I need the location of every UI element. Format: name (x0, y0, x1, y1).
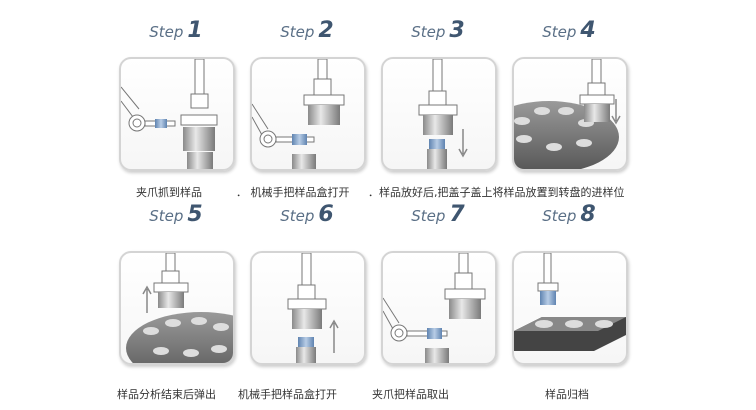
step-1-caption: 夹爪抓到样品 (136, 186, 202, 199)
step-3-caption: ．样品放好后,把盖子盖上将样品放置到转盘的进样位 (368, 186, 625, 199)
step-5-illustration (119, 251, 235, 365)
step-3-illustration (381, 57, 497, 171)
step-7-illustration (381, 251, 497, 365)
step-2-caption: ． 机械手把样品盒打开 (236, 186, 350, 199)
step-6-illustration (250, 251, 366, 365)
step-6-caption: 机械手把样品盒打开 (238, 388, 337, 401)
step-2-illustration (250, 57, 366, 171)
step-5-caption: 样品分析结束后弹出 (117, 388, 216, 401)
step-8-caption: 样品归档 (545, 388, 589, 401)
step-7-caption: 夹爪把样品取出 (372, 388, 449, 401)
step-1-illustration (119, 57, 235, 171)
step-8-illustration (512, 251, 628, 365)
step-4-illustration (512, 57, 628, 171)
